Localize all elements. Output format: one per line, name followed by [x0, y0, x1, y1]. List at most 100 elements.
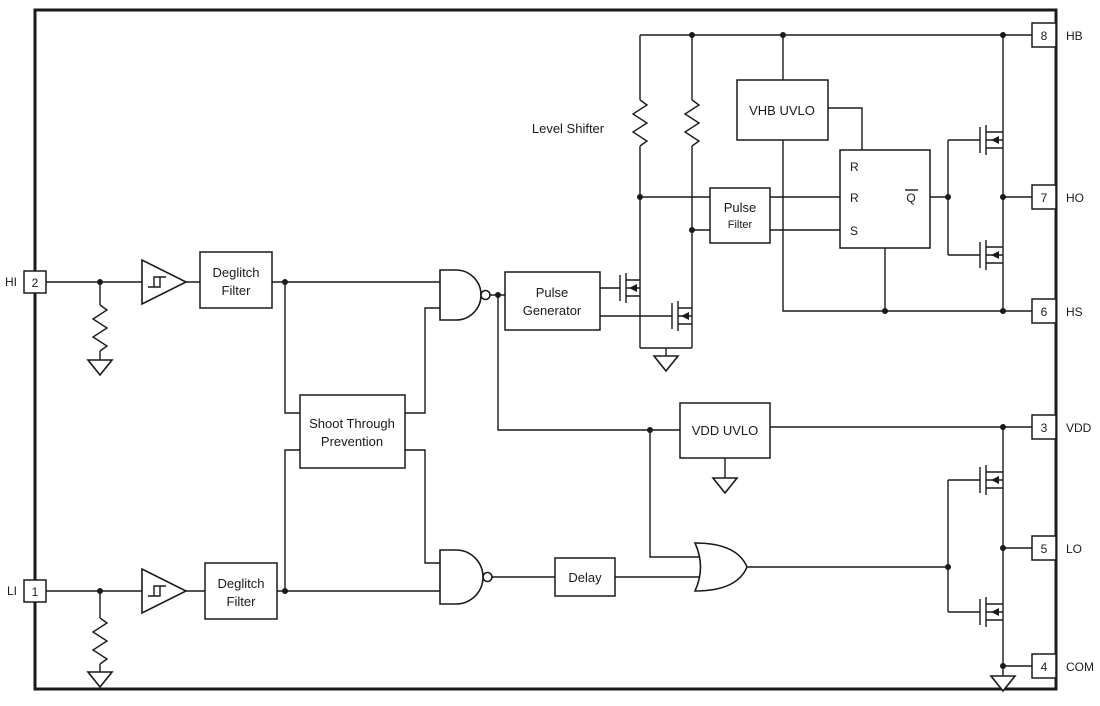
shoot-through-prevention-block: Shoot Through Prevention	[299, 394, 406, 469]
pulse-filter-block: Pulse Filter	[709, 187, 771, 244]
resistor-icon	[91, 617, 109, 665]
junction-dot	[1000, 32, 1006, 38]
mosfet-icon	[979, 597, 1003, 627]
junction-dot	[495, 292, 501, 298]
pin-box	[1031, 298, 1057, 324]
ground-icon	[86, 671, 114, 689]
junction-dot	[1000, 194, 1006, 200]
pin-hs: 6 HS	[1031, 298, 1083, 324]
latch-input-r-label: R	[850, 191, 859, 205]
delay-block: Delay	[554, 557, 616, 597]
pin-ho: 7 HO	[1031, 184, 1084, 210]
pin-label: HS	[1066, 305, 1083, 319]
block-label: VDD UVLO	[692, 423, 758, 438]
junction-dot	[689, 227, 695, 233]
mosfet-icon	[619, 273, 640, 303]
pin-hi: 2 HI	[5, 270, 47, 294]
vdd-uvlo-block: VDD UVLO	[679, 402, 771, 459]
rs-latch-block: R R S Q	[839, 149, 931, 249]
pin-box	[1031, 653, 1057, 679]
inverter-bubble-icon	[482, 571, 493, 583]
junction-dot	[689, 32, 695, 38]
pin-number: 6	[1041, 305, 1048, 319]
pin-box	[1031, 535, 1057, 561]
input-section-wires	[46, 281, 440, 672]
latch-input-r-top-label: R	[850, 160, 859, 174]
junction-dot	[97, 588, 103, 594]
pin-label: LO	[1066, 542, 1082, 556]
junction-dot	[97, 279, 103, 285]
vhb-uvlo-block: VHB UVLO	[736, 79, 829, 141]
resistor-icon	[631, 99, 649, 147]
pin-number: 3	[1041, 421, 1048, 435]
pin-box	[23, 270, 47, 294]
hysteresis-icon	[148, 585, 166, 597]
level-shifter-wires	[600, 34, 1032, 356]
pin-number: 8	[1041, 29, 1048, 43]
inverter-bubble-icon	[480, 289, 491, 301]
connection-wires	[46, 34, 1032, 676]
block-label: Prevention	[321, 434, 383, 449]
deglitch-filter-bottom-block: Deglitch Filter	[204, 562, 278, 620]
mosfet-icon	[671, 301, 692, 331]
block-label: Filter	[227, 594, 257, 609]
junction-dot	[945, 564, 951, 570]
schmitt-trigger-icon	[141, 258, 188, 306]
mosfet-icon	[979, 465, 1003, 495]
pin-box	[23, 579, 47, 603]
junction-dot	[647, 427, 653, 433]
pin-box	[1031, 22, 1057, 48]
block-label: Shoot Through	[309, 416, 395, 431]
block-label: Pulse	[536, 285, 569, 300]
ground-icon	[86, 359, 114, 377]
pin-label: COM	[1066, 660, 1094, 674]
block-label: Delay	[568, 570, 602, 585]
schmitt-trigger-icon	[141, 567, 188, 615]
block-label: VHB UVLO	[749, 103, 815, 118]
junction-dots	[97, 32, 1006, 669]
pin-box	[1031, 414, 1057, 440]
junction-dot	[945, 194, 951, 200]
ground-icon	[711, 477, 739, 495]
junction-dot	[637, 194, 643, 200]
pulse-generator-block: Pulse Generator	[504, 271, 601, 331]
junction-dot	[1000, 424, 1006, 430]
deglitch-filter-top-block: Deglitch Filter	[199, 251, 273, 309]
low-side-wires	[724, 426, 1032, 676]
block-label: Deglitch	[213, 265, 260, 280]
ic-boundary	[33, 8, 1058, 691]
or-gate-icon	[693, 542, 748, 592]
junction-dot	[882, 308, 888, 314]
block-label: Filter	[222, 283, 252, 298]
pin-box	[1031, 184, 1057, 210]
pin-label: HB	[1066, 29, 1083, 43]
junction-dot	[1000, 308, 1006, 314]
pin-label: VDD	[1066, 421, 1092, 435]
level-shifter-label: Level Shifter	[532, 121, 605, 136]
ground-icon	[989, 675, 1017, 693]
mosfet-icon	[979, 240, 1003, 270]
pin-number: 1	[32, 585, 39, 599]
block-label: Filter	[728, 219, 753, 231]
latch-input-s-label: S	[850, 224, 858, 238]
block-label: Pulse	[724, 200, 757, 215]
block-label: Deglitch	[218, 576, 265, 591]
junction-dot	[282, 279, 288, 285]
pin-label: HO	[1066, 191, 1084, 205]
pin-number: 2	[32, 276, 39, 290]
junction-dot	[282, 588, 288, 594]
junction-dot	[1000, 663, 1006, 669]
resistor-icon	[683, 99, 701, 147]
pin-com: 4 COM	[1031, 653, 1094, 679]
ground-icon	[652, 355, 680, 373]
block-label: Generator	[523, 303, 582, 318]
junction-dot	[1000, 545, 1006, 551]
pin-lo: 5 LO	[1031, 535, 1082, 561]
pin-number: 5	[1041, 542, 1048, 556]
resistor-icon	[91, 304, 109, 352]
mosfet-icon	[979, 125, 1003, 155]
junction-dot	[780, 32, 786, 38]
pin-hb: 8 HB	[1031, 22, 1083, 48]
